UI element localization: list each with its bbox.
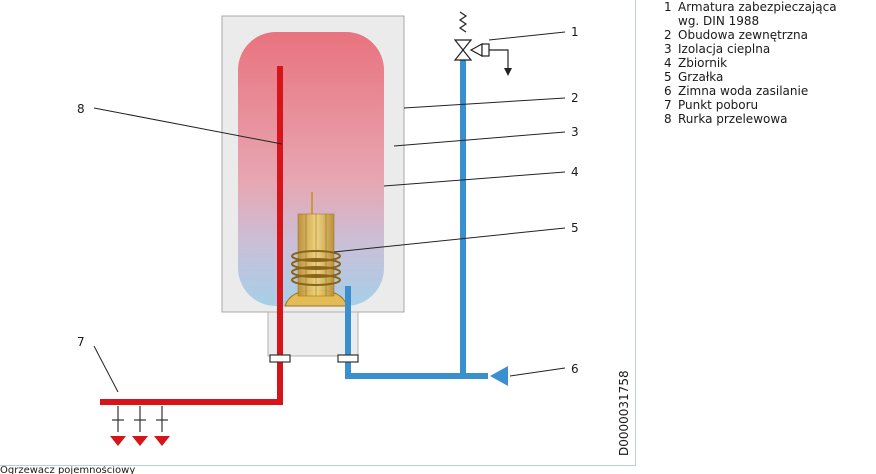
legend-number: 7 (664, 98, 672, 112)
legend-number: 5 (664, 70, 672, 84)
legend-label: Armatura zabezpieczająca wg. DIN 1988 (678, 0, 837, 28)
hot-water-pipe (100, 66, 283, 405)
callout-4: 4 (571, 165, 579, 179)
callout-6: 6 (571, 362, 579, 376)
legend-item: 5 Grzałka (664, 70, 837, 84)
legend-label: Rurka przelewowa (678, 112, 788, 126)
legend-number: 4 (664, 56, 672, 70)
tank (238, 32, 384, 306)
legend-item: 2 Obudowa zewnętrzna (664, 28, 837, 42)
heater-element (284, 192, 348, 307)
water-heater-diagram: 8 7 1 2 3 4 5 6 D0000031758 (77, 11, 631, 456)
callout-8: 8 (77, 102, 85, 116)
hot-pipe-fitting (269, 354, 291, 363)
callout-5: 5 (571, 221, 579, 235)
legend-number: 1 (664, 0, 672, 14)
callout-7: 7 (77, 335, 85, 349)
safety-valve (453, 11, 512, 76)
legend-item: 3 Izolacja cieplna (664, 42, 837, 56)
figure-frame (0, 0, 636, 466)
legend-label: Obudowa zewnętrzna (678, 28, 808, 42)
callout-2: 2 (571, 91, 579, 105)
legend-number: 8 (664, 112, 672, 126)
cold-inlet-arrow (490, 366, 508, 386)
cold-water-pipe (345, 60, 488, 379)
legend-item: 1 Armatura zabezpieczająca wg. DIN 1988 (664, 0, 837, 28)
callout-3: 3 (571, 125, 579, 139)
legend-item: 4 Zbiornik (664, 56, 837, 70)
draw-off-points (110, 406, 170, 446)
leader-lines (93, 31, 566, 393)
legend-item: 6 Zimna woda zasilanie (664, 84, 837, 98)
legend-label: Zimna woda zasilanie (678, 84, 809, 98)
callout-1: 1 (571, 25, 579, 39)
figure-id: D0000031758 (617, 370, 631, 456)
legend-item: 8 Rurka przelewowa (664, 112, 837, 126)
legend-label: Izolacja cieplna (678, 42, 771, 56)
bottom-caption: Ogrzewacz pojemnościowy (0, 466, 136, 474)
cold-pipe-fitting (337, 354, 359, 363)
legend-number: 6 (664, 84, 672, 98)
legend-number: 3 (664, 42, 672, 56)
legend-label: Zbiornik (678, 56, 728, 70)
legend-label: Grzałka (678, 70, 724, 84)
legend-number: 2 (664, 28, 672, 42)
legend-item: 7 Punkt poboru (664, 98, 837, 112)
legend-label: Punkt poboru (678, 98, 759, 112)
